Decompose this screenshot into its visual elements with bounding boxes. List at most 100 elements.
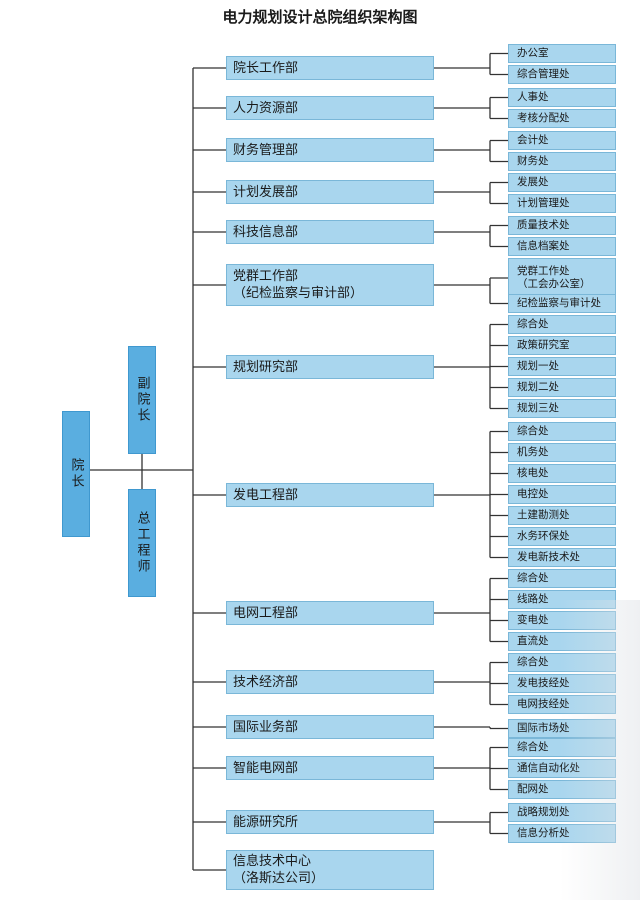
department-box[interactable]: 计划发展部 (226, 180, 434, 204)
sub-office-box[interactable]: 办公室 (508, 44, 616, 63)
sub-office-label: 土建勘测处 (517, 509, 570, 521)
sub-office-label: 人事处 (517, 91, 549, 103)
sub-office-box[interactable]: 核电处 (508, 464, 616, 483)
department-box[interactable]: 党群工作部（纪检监察与审计部） (226, 264, 434, 306)
sub-office-label: 机务处 (517, 446, 549, 458)
department-label: 技术经济部 (233, 674, 299, 690)
sub-office-box[interactable]: 信息档案处 (508, 237, 616, 256)
sub-office-box[interactable]: 信息分析处 (508, 824, 616, 843)
department-box[interactable]: 能源研究所 (226, 810, 434, 834)
chief-engineer-box[interactable]: 总工程师 (128, 489, 156, 597)
sub-office-box[interactable]: 综合处 (508, 653, 616, 672)
vice-president-box[interactable]: 副院长 (128, 346, 156, 454)
sub-office-label: 计划管理处 (517, 197, 570, 209)
sub-office-label: 核电处 (517, 467, 549, 479)
sub-office-box[interactable]: 发展处 (508, 173, 616, 192)
department-box[interactable]: 国际业务部 (226, 715, 434, 739)
sub-office-box[interactable]: 质量技术处 (508, 216, 616, 235)
sub-office-label: 综合处 (517, 318, 549, 330)
department-label: 科技信息部 (233, 224, 299, 240)
sub-office-box[interactable]: 规划三处 (508, 399, 616, 418)
sub-office-label: 信息分析处 (517, 827, 570, 839)
department-box[interactable]: 信息技术中心 （洛斯达公司） (226, 850, 434, 890)
sub-office-box[interactable]: 党群工作处（工会办公室） (508, 258, 616, 298)
sub-office-box[interactable]: 综合处 (508, 569, 616, 588)
sub-office-label: （工会办公室） (517, 278, 591, 290)
department-label: （洛斯达公司） (233, 871, 325, 886)
sub-office-box[interactable]: 通信自动化处 (508, 759, 616, 778)
sub-office-label: 线路处 (517, 593, 549, 605)
department-label: 财务管理部 (233, 142, 299, 158)
sub-office-box[interactable]: 政策研究室 (508, 336, 616, 355)
vice-president-label: 副院长 (134, 376, 150, 424)
sub-office-box[interactable]: 电网技经处 (508, 695, 616, 714)
sub-office-label: 财务处 (517, 155, 549, 167)
sub-office-box[interactable]: 综合处 (508, 422, 616, 441)
sub-office-box[interactable]: 综合处 (508, 738, 616, 757)
sub-office-box[interactable]: 配网处 (508, 780, 616, 799)
chart-title: 电力规划设计总院组织架构图 (222, 8, 418, 26)
sub-office-label: 信息档案处 (517, 240, 570, 252)
department-box[interactable]: 财务管理部 (226, 138, 434, 162)
sub-office-label: 质量技术处 (517, 219, 570, 231)
sub-office-box[interactable]: 综合管理处 (508, 65, 616, 84)
president-box[interactable]: 院长 (62, 411, 90, 537)
sub-office-box[interactable]: 规划二处 (508, 378, 616, 397)
department-box[interactable]: 科技信息部 (226, 220, 434, 244)
sub-office-box[interactable]: 规划一处 (508, 357, 616, 376)
sub-office-label: 发展处 (517, 176, 549, 188)
sub-office-box[interactable]: 直流处 (508, 632, 616, 651)
department-label: 国际业务部 (233, 719, 299, 735)
sub-office-box[interactable]: 人事处 (508, 88, 616, 107)
sub-office-box[interactable]: 水务环保处 (508, 527, 616, 546)
sub-office-label: 综合处 (517, 425, 549, 437)
sub-office-box[interactable]: 发电新技术处 (508, 548, 616, 567)
sub-office-label: 电网技经处 (517, 698, 570, 710)
sub-office-label: 直流处 (517, 635, 549, 647)
department-label: 信息技术中心 (233, 854, 312, 869)
sub-office-label: 规划二处 (517, 381, 559, 393)
sub-office-box[interactable]: 线路处 (508, 590, 616, 609)
sub-office-label: 规划三处 (517, 402, 559, 414)
sub-office-box[interactable]: 计划管理处 (508, 194, 616, 213)
department-box[interactable]: 电网工程部 (226, 601, 434, 625)
sub-office-label: 政策研究室 (517, 339, 570, 351)
sub-office-label: 会计处 (517, 134, 549, 146)
department-box[interactable]: 智能电网部 (226, 756, 434, 780)
department-box[interactable]: 人力资源部 (226, 96, 434, 120)
department-box[interactable]: 规划研究部 (226, 355, 434, 379)
sub-office-box[interactable]: 电控处 (508, 485, 616, 504)
sub-office-label: 发电新技术处 (517, 551, 580, 563)
sub-office-label: 配网处 (517, 783, 549, 795)
sub-office-box[interactable]: 会计处 (508, 131, 616, 150)
sub-office-label: 办公室 (517, 47, 549, 59)
sub-office-box[interactable]: 机务处 (508, 443, 616, 462)
sub-office-box[interactable]: 发电技经处 (508, 674, 616, 693)
sub-office-label: 综合管理处 (517, 68, 570, 80)
sub-office-box[interactable]: 财务处 (508, 152, 616, 171)
department-label: 计划发展部 (233, 184, 299, 200)
department-box[interactable]: 院长工作部 (226, 56, 434, 80)
sub-office-label: 电控处 (517, 488, 549, 500)
sub-office-box[interactable]: 纪检监察与审计处 (508, 294, 616, 313)
sub-office-label: 综合处 (517, 741, 549, 753)
department-label: 智能电网部 (233, 760, 299, 776)
sub-office-box[interactable]: 土建勘测处 (508, 506, 616, 525)
sub-office-label: 党群工作处 (517, 265, 570, 277)
sub-office-label: 变电处 (517, 614, 549, 626)
sub-office-box[interactable]: 战略规划处 (508, 803, 616, 822)
sub-office-box[interactable]: 变电处 (508, 611, 616, 630)
sub-office-box[interactable]: 综合处 (508, 315, 616, 334)
department-box[interactable]: 发电工程部 (226, 483, 434, 507)
sub-office-label: 纪检监察与审计处 (517, 297, 601, 309)
sub-office-label: 规划一处 (517, 360, 559, 372)
department-box[interactable]: 技术经济部 (226, 670, 434, 694)
department-label: 规划研究部 (233, 359, 299, 375)
sub-office-box[interactable]: 考核分配处 (508, 109, 616, 128)
sub-office-label: 水务环保处 (517, 530, 570, 542)
sub-office-label: 综合处 (517, 656, 549, 668)
chief-engineer-label: 总工程师 (134, 511, 150, 575)
sub-office-label: 通信自动化处 (517, 762, 580, 774)
sub-office-box[interactable]: 国际市场处 (508, 719, 616, 738)
